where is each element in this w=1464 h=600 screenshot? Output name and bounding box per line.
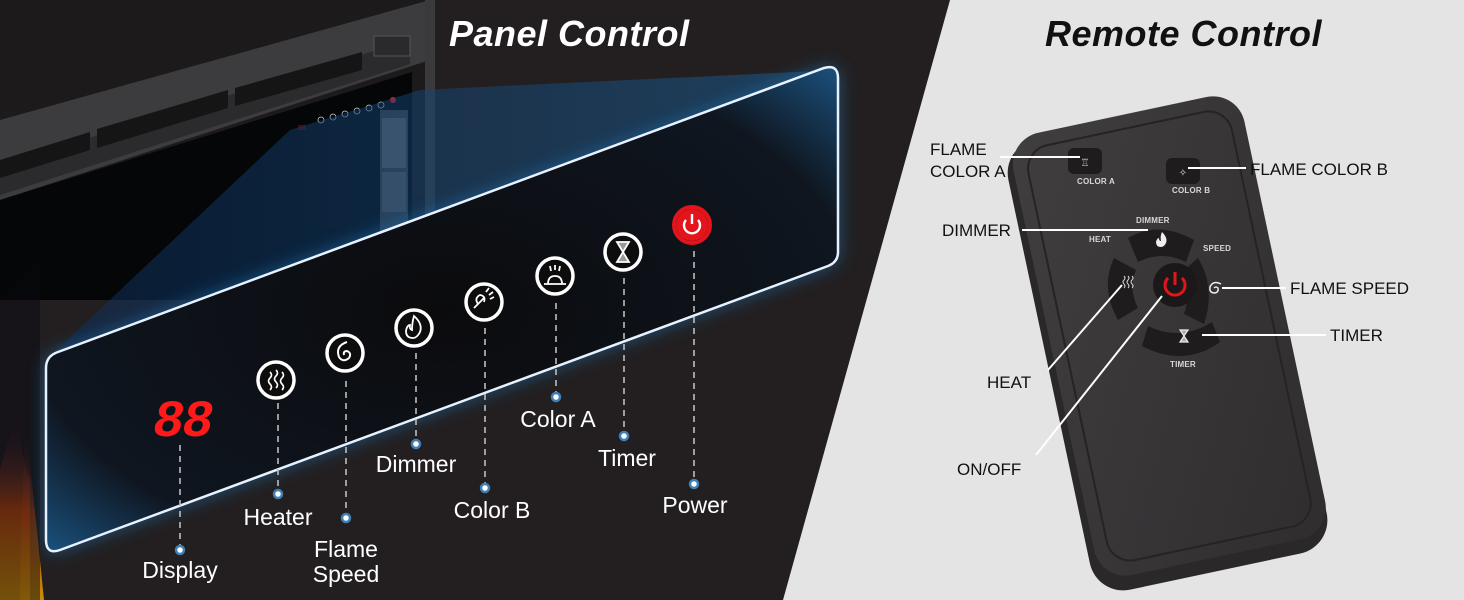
key-label-dimmer: DIMMER — [1136, 216, 1170, 225]
label-flame-speed-line1: Flame — [314, 536, 378, 562]
callout-flame-speed: FLAME SPEED — [1290, 279, 1410, 298]
remote-timer-key[interactable] — [1142, 322, 1220, 357]
dimmer-icon — [405, 314, 422, 339]
callout-timer: TIMER — [1330, 326, 1383, 345]
heater-button[interactable] — [256, 360, 296, 400]
timer-icon — [615, 241, 631, 263]
label-display: Display — [142, 557, 218, 583]
label-heater: Heater — [243, 504, 313, 530]
color-a-key-icon: ♖ — [1081, 158, 1090, 169]
remote-power-key[interactable] — [1153, 263, 1197, 307]
label-color-a: Color A — [520, 406, 596, 432]
label-dimmer: Dimmer — [375, 451, 457, 477]
leader-dots — [174, 391, 700, 556]
speed-key-icon — [1209, 281, 1222, 294]
callout-flame-color-a-line2: COLOR A — [930, 162, 1006, 181]
color-a-button[interactable] — [535, 256, 575, 296]
control-panel — [44, 65, 840, 553]
callout-dimmer: DIMMER — [942, 221, 1011, 240]
label-power: Power — [662, 492, 728, 518]
timer-button[interactable] — [603, 232, 643, 272]
callout-flame-color-a-line1: FLAME — [930, 140, 987, 159]
dimmer-button[interactable] — [394, 308, 434, 348]
remote-heat-key[interactable] — [1107, 258, 1138, 320]
remote-callout-lines — [1000, 156, 1326, 456]
label-flame-speed: Flame Speed — [313, 537, 380, 587]
key-label-color-b: COLOR B — [1172, 186, 1211, 195]
power-icon — [682, 214, 702, 235]
color-b-key-icon: ✧ — [1179, 168, 1187, 179]
callout-on-off: ON/OFF — [957, 460, 1022, 479]
flame-speed-icon — [337, 341, 352, 362]
heat-key-icon — [1122, 275, 1134, 289]
key-label-color-a: COLOR A — [1077, 177, 1115, 186]
callout-heat: HEAT — [987, 373, 1032, 392]
color-a-icon — [544, 265, 566, 285]
remote-color-a-key[interactable]: ♖ — [1068, 148, 1102, 174]
panel-display: 88 — [153, 393, 213, 452]
remote-color-b-key[interactable]: ✧ — [1166, 158, 1200, 184]
key-label-timer: TIMER — [1170, 360, 1196, 369]
label-timer: Timer — [598, 445, 656, 471]
key-label-speed: SPEED — [1203, 244, 1232, 253]
color-b-icon — [473, 287, 495, 309]
remote-control-title: Remote Control — [1045, 13, 1322, 54]
power-key-icon — [1163, 272, 1187, 297]
leader-lines — [179, 251, 695, 548]
key-label-heat: HEAT — [1089, 235, 1111, 244]
callout-flame-color-a: FLAME COLOR A — [930, 139, 1006, 183]
callout-flame-color-b: FLAME COLOR B — [1250, 160, 1388, 179]
color-b-button[interactable] — [464, 282, 504, 322]
panel-control-title: Panel Control — [449, 13, 690, 54]
heater-icon — [267, 369, 285, 391]
remote-dimmer-key[interactable] — [1128, 229, 1194, 262]
label-flame-speed-line2: Speed — [312, 561, 380, 587]
panel-outline — [44, 65, 840, 553]
dimmer-key-icon — [1156, 232, 1167, 247]
label-color-b: Color B — [453, 497, 531, 523]
timer-key-icon — [1178, 329, 1190, 343]
flame-speed-button[interactable] — [325, 333, 365, 373]
power-button[interactable] — [672, 205, 712, 245]
